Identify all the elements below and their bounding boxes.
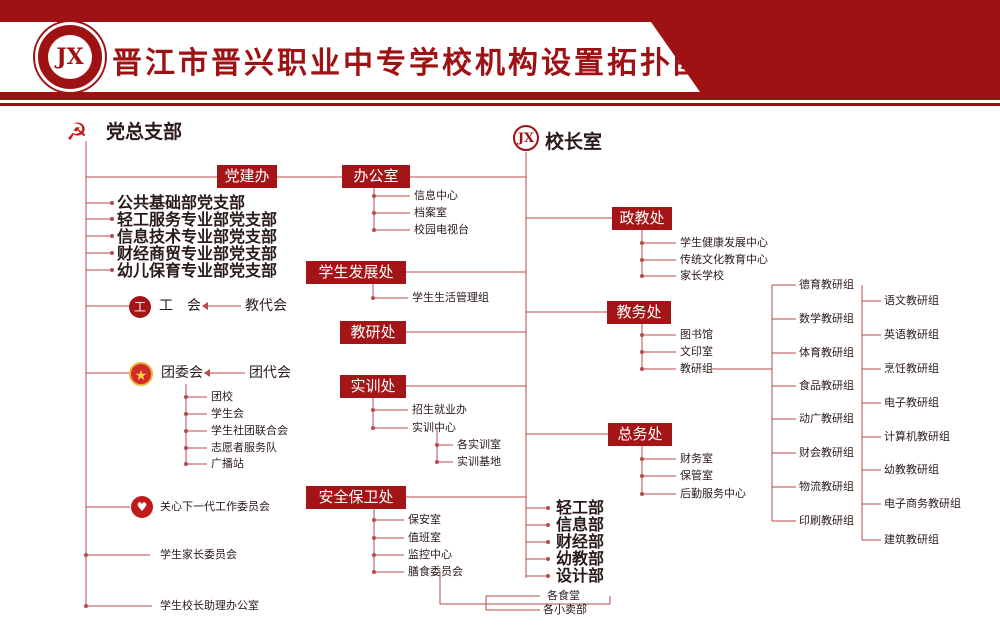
youth-item: 团校: [211, 390, 233, 403]
professional-dept: 轻工部: [556, 498, 605, 517]
dept-item: 后勤服务中心: [680, 487, 746, 500]
youth-congress: 团代会: [249, 365, 291, 381]
dept-item: 值班室: [408, 531, 441, 544]
party-branch: 信息技术专业部党支部: [117, 227, 278, 246]
title-panel: [0, 22, 700, 92]
party-office-box: 党建办: [217, 165, 277, 188]
page-title: 晋江市晋兴职业中专学校机构设置拓扑图: [112, 46, 706, 81]
professional-dept: 财经部: [556, 532, 605, 551]
teaching-group: 英语教研组: [884, 328, 939, 341]
professional-dept: 信息部: [556, 515, 605, 534]
teaching-group: 体育教研组: [799, 346, 854, 359]
dept-security-box: 安全保卫处: [306, 486, 406, 509]
dept-item: 信息中心: [414, 189, 458, 202]
dept-item: 保安室: [408, 513, 441, 526]
dept-item: 学生健康发展中心: [680, 236, 768, 249]
dept-item: 校园电视台: [414, 223, 469, 236]
dept-student-dev-box: 学生发展处: [306, 261, 406, 284]
dept-item: 传统文化教育中心: [680, 253, 768, 266]
union-icon: 工: [129, 296, 151, 318]
teaching-group: 德育教研组: [799, 278, 854, 291]
teaching-group: 数学教研组: [799, 312, 854, 325]
dept-research-box: 教研处: [340, 321, 406, 344]
dept-item: 档案室: [414, 206, 447, 219]
care-committee: 关心下一代工作委员会: [160, 500, 270, 513]
dept-training-box: 实训处: [340, 375, 406, 398]
teaching-group: 财会教研组: [799, 446, 854, 459]
teaching-group: 印刷教研组: [799, 514, 854, 527]
party-branch: 轻工服务专业部党支部: [117, 210, 278, 229]
teaching-group: 电子教研组: [884, 396, 939, 409]
dept-academic-box: 教务处: [607, 301, 671, 324]
dept-item: 财务室: [680, 452, 713, 465]
teaching-group: 计算机教研组: [884, 430, 950, 443]
teaching-group: 语文教研组: [884, 294, 939, 307]
union-congress: 教代会: [245, 298, 287, 314]
party-branch: 财经商贸专业部党支部: [117, 244, 278, 263]
union-label: 工 会: [159, 298, 201, 314]
dept-item: 图书馆: [680, 328, 713, 341]
professional-dept: 设计部: [556, 566, 605, 585]
school-emblem-icon: JX: [513, 125, 539, 151]
dept-sub-item: 各实训室: [457, 438, 501, 451]
teaching-group: 建筑教研组: [884, 533, 939, 546]
teaching-group: 食品教研组: [799, 379, 854, 392]
banner-stripe-thin: [0, 103, 1000, 106]
principal-office: 校长室: [545, 131, 603, 153]
dept-item: 家长学校: [680, 269, 724, 282]
dept-item: 招生就业办: [412, 403, 467, 416]
teaching-group: 动广教研组: [799, 412, 854, 425]
youth-item: 学生会: [211, 407, 244, 420]
youth-league-icon: ★: [129, 362, 153, 386]
party-root: 党总支部: [106, 121, 183, 143]
dept-item: 文印室: [680, 345, 713, 358]
parents-committee: 学生家长委员会: [160, 548, 237, 561]
youth-item: 学生社团联合会: [211, 424, 288, 437]
party-emblem-icon: ☭: [66, 118, 88, 146]
youth-item: 广播站: [211, 457, 244, 470]
canteen-item: 各小卖部: [543, 603, 587, 616]
party-branch: 幼儿保育专业部党支部: [117, 261, 278, 280]
dept-item: 学生生活管理组: [412, 291, 489, 304]
party-branch: 公共基础部党支部: [117, 193, 246, 212]
dept-general-box: 总务处: [608, 423, 672, 446]
care-committee-icon: ♥: [131, 496, 153, 518]
dept-item: 监控中心: [408, 548, 452, 561]
dept-item: 教研组: [680, 362, 713, 375]
school-logo: JX: [35, 22, 105, 92]
canteen-item: 各食堂: [547, 589, 580, 602]
school-logo-mark: JX: [48, 35, 92, 79]
youth-item: 志愿者服务队: [211, 441, 277, 454]
dept-item: 保管室: [680, 469, 713, 482]
professional-dept: 幼教部: [556, 549, 605, 568]
banner-stripe: [0, 92, 1000, 100]
youth-league-label: 团委会: [161, 365, 203, 381]
student-assistant-office: 学生校长助理办公室: [160, 599, 259, 612]
dept-item: 实训中心: [412, 421, 456, 434]
dept-sub-item: 实训基地: [457, 455, 501, 468]
dept-item: 膳食委员会: [408, 565, 463, 578]
teaching-group: 烹饪教研组: [884, 362, 939, 375]
dept-politics-box: 政教处: [612, 207, 672, 230]
teaching-group: 电子商务教研组: [884, 497, 961, 510]
teaching-group: 幼教教研组: [884, 463, 939, 476]
teaching-group: 物流教研组: [799, 480, 854, 493]
dept-office-box: 办公室: [342, 165, 410, 188]
